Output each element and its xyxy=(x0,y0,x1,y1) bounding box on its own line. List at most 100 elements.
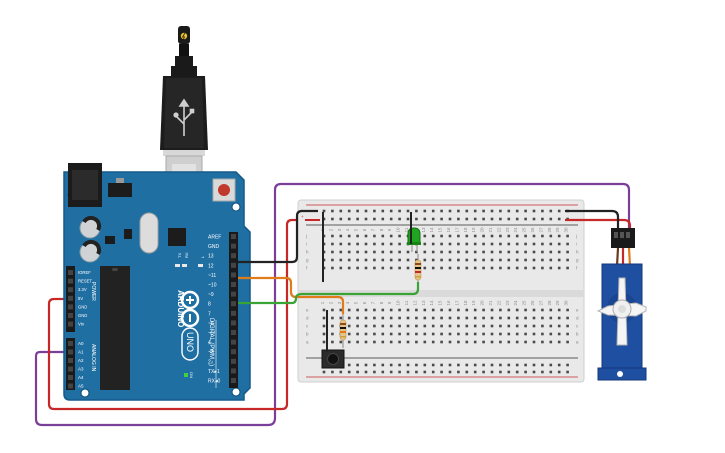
servo-motor[interactable] xyxy=(596,228,647,381)
breadboard-hole[interactable] xyxy=(415,340,418,344)
digital-pin[interactable] xyxy=(231,358,236,364)
breadboard-hole[interactable] xyxy=(482,370,485,374)
breadboard-hole[interactable] xyxy=(557,266,561,270)
breadboard-hole[interactable] xyxy=(339,370,343,374)
power-pin[interactable] xyxy=(68,295,73,301)
breadboard-hole[interactable] xyxy=(549,363,553,367)
breadboard-hole[interactable] xyxy=(406,324,410,328)
breadboard-hole[interactable] xyxy=(566,370,569,374)
breadboard-hole[interactable] xyxy=(541,340,544,344)
breadboard-hole[interactable] xyxy=(423,250,427,254)
breadboard-hole[interactable] xyxy=(406,266,410,270)
breadboard-hole[interactable] xyxy=(364,266,368,270)
breadboard-hole[interactable] xyxy=(557,370,561,374)
breadboard-hole[interactable] xyxy=(373,363,376,367)
breadboard-hole[interactable] xyxy=(532,242,536,246)
breadboard-hole[interactable] xyxy=(356,266,359,270)
breadboard-hole[interactable] xyxy=(331,234,334,238)
breadboard-hole[interactable] xyxy=(347,324,351,328)
breadboard-hole[interactable] xyxy=(490,324,494,328)
breadboard-hole[interactable] xyxy=(524,266,527,270)
breadboard-hole[interactable] xyxy=(431,209,435,213)
breadboard-hole[interactable] xyxy=(524,316,527,320)
breadboard-hole[interactable] xyxy=(499,340,502,344)
breadboard-hole[interactable] xyxy=(499,258,502,262)
breadboard-hole[interactable] xyxy=(389,332,393,336)
power-pin[interactable] xyxy=(68,313,73,318)
breadboard-hole[interactable] xyxy=(440,266,443,270)
breadboard-hole[interactable] xyxy=(524,370,527,374)
breadboard-hole[interactable] xyxy=(515,316,519,320)
breadboard-hole[interactable] xyxy=(356,340,359,344)
gnd-wire[interactable] xyxy=(238,209,318,264)
breadboard-hole[interactable] xyxy=(373,234,376,238)
breadboard-hole[interactable] xyxy=(389,234,393,238)
breadboard-hole[interactable] xyxy=(448,363,452,367)
breadboard-hole[interactable] xyxy=(541,242,544,246)
breadboard-hole[interactable] xyxy=(339,308,343,312)
breadboard-hole[interactable] xyxy=(423,363,427,367)
breadboard-hole[interactable] xyxy=(482,266,485,270)
breadboard-hole[interactable] xyxy=(398,363,401,367)
breadboard-hole[interactable] xyxy=(524,209,527,213)
breadboard-hole[interactable] xyxy=(515,340,519,344)
breadboard-hole[interactable] xyxy=(339,234,343,238)
breadboard-hole[interactable] xyxy=(389,266,393,270)
breadboard-hole[interactable] xyxy=(423,370,427,374)
breadboard-hole[interactable] xyxy=(440,316,443,320)
breadboard-hole[interactable] xyxy=(557,332,561,336)
breadboard-hole[interactable] xyxy=(507,308,511,312)
breadboard-hole[interactable] xyxy=(381,363,385,367)
breadboard-hole[interactable] xyxy=(440,217,443,221)
digital-header[interactable] xyxy=(229,232,238,388)
breadboard-hole[interactable] xyxy=(541,234,544,238)
breadboard-hole[interactable] xyxy=(406,340,410,344)
breadboard-hole[interactable] xyxy=(356,250,359,254)
analog-pin[interactable] xyxy=(68,375,73,380)
breadboard-hole[interactable] xyxy=(398,266,401,270)
button-resistor[interactable] xyxy=(339,312,347,348)
breadboard-hole[interactable] xyxy=(465,217,469,221)
breadboard-hole[interactable] xyxy=(507,266,511,270)
breadboard-hole[interactable] xyxy=(339,340,343,344)
breadboard-hole[interactable] xyxy=(389,242,393,246)
breadboard-hole[interactable] xyxy=(431,332,435,336)
breadboard-hole[interactable] xyxy=(389,308,393,312)
breadboard-hole[interactable] xyxy=(331,217,334,221)
breadboard-hole[interactable] xyxy=(507,209,511,213)
breadboard-hole[interactable] xyxy=(398,370,401,374)
breadboard-hole[interactable] xyxy=(457,316,460,320)
breadboard-hole[interactable] xyxy=(406,363,410,367)
breadboard-hole[interactable] xyxy=(549,242,553,246)
breadboard-hole[interactable] xyxy=(532,316,536,320)
breadboard-hole[interactable] xyxy=(423,316,427,320)
digital-pin[interactable] xyxy=(231,282,236,287)
breadboard-hole[interactable] xyxy=(448,217,452,221)
breadboard-hole[interactable] xyxy=(381,266,385,270)
breadboard-hole[interactable] xyxy=(473,332,477,336)
breadboard-hole[interactable] xyxy=(457,332,460,336)
breadboard-hole[interactable] xyxy=(373,340,376,344)
breadboard-hole[interactable] xyxy=(415,332,418,336)
breadboard-hole[interactable] xyxy=(465,363,469,367)
breadboard-hole[interactable] xyxy=(557,234,561,238)
orange-wire[interactable] xyxy=(238,276,345,314)
breadboard-hole[interactable] xyxy=(389,250,393,254)
breadboard-hole[interactable] xyxy=(331,316,334,320)
breadboard-hole[interactable] xyxy=(490,316,494,320)
breadboard-hole[interactable] xyxy=(532,209,536,213)
breadboard-hole[interactable] xyxy=(339,209,343,213)
breadboard-hole[interactable] xyxy=(331,324,334,328)
breadboard-hole[interactable] xyxy=(322,340,326,344)
servo-power-wire[interactable] xyxy=(565,218,632,232)
breadboard-hole[interactable] xyxy=(549,370,553,374)
breadboard-hole[interactable] xyxy=(541,363,544,367)
breadboard-hole[interactable] xyxy=(473,258,477,262)
power-pin[interactable] xyxy=(68,321,73,327)
breadboard-hole[interactable] xyxy=(381,316,385,320)
analog-pin[interactable] xyxy=(68,341,73,346)
breadboard-hole[interactable] xyxy=(541,324,544,328)
breadboard-hole[interactable] xyxy=(482,332,485,336)
analog-header[interactable] xyxy=(66,338,75,390)
breadboard-hole[interactable] xyxy=(557,324,561,328)
